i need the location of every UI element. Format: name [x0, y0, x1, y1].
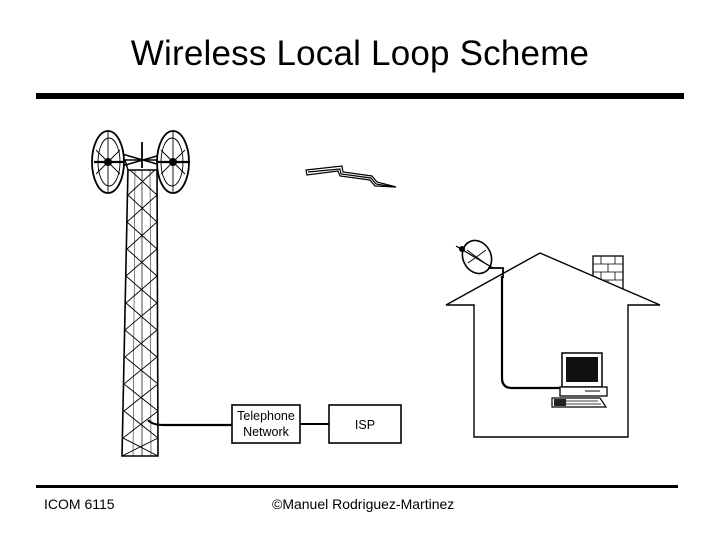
home-satellite-dish-icon: [455, 239, 504, 278]
telephone-network-label-line1: Telephone: [237, 409, 295, 423]
tower-dish-left-icon: [91, 130, 125, 194]
footer-course-code: ICOM 6115: [44, 496, 115, 512]
footer-divider: [36, 485, 678, 488]
tower-dish-right-icon: [156, 130, 190, 194]
footer-author: ©Manuel Rodriguez-Martinez: [272, 496, 455, 512]
isp-box: ISP: [328, 404, 402, 444]
wireless-signal-bolt-icon: [305, 165, 397, 188]
title-divider: [36, 93, 684, 99]
radio-tower: [107, 142, 179, 457]
isp-label: ISP: [355, 418, 375, 432]
telephone-network-box: Telephone Network: [231, 404, 301, 444]
dish-to-computer-cable: [500, 276, 560, 390]
telephone-network-label-line2: Network: [243, 425, 290, 439]
slide-title: Wireless Local Loop Scheme: [130, 34, 590, 73]
house: [445, 252, 661, 438]
tower-to-network-cable: [147, 419, 232, 427]
desktop-computer-icon: [551, 352, 608, 408]
